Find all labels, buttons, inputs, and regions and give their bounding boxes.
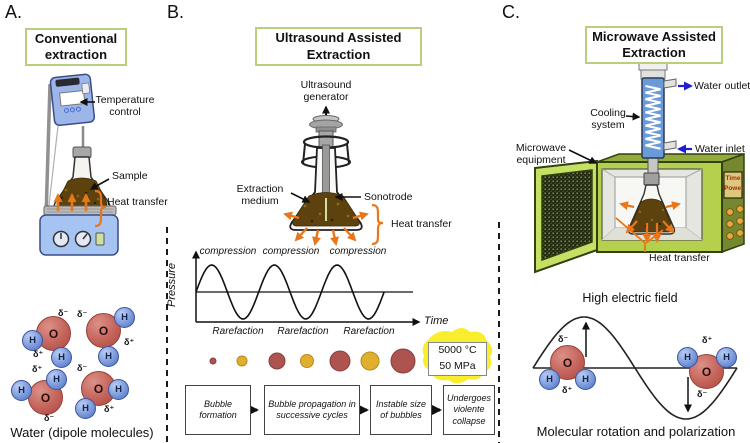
rarefaction-label: Rarefaction	[343, 326, 395, 337]
delta-plus-label: δ⁺	[104, 404, 115, 414]
water-outlet-arm	[663, 78, 677, 89]
hydrogen-atom: H	[575, 369, 596, 390]
display-power: Power	[724, 185, 744, 193]
temperature-controller-device	[49, 73, 96, 126]
hydrogen-atom: H	[108, 379, 129, 400]
burst-temperature: 5000 °C	[438, 344, 477, 357]
rarefaction-label: Rarefaction	[212, 326, 264, 337]
field-sine	[532, 316, 738, 420]
pressure-wave-chart	[192, 250, 421, 326]
medium-speckles	[303, 202, 350, 223]
hydrogen-atom: H	[46, 369, 67, 390]
heat-arrows-c	[619, 201, 681, 243]
hydrogen-atom: H	[98, 346, 119, 367]
panel-a-letter: A.	[5, 2, 23, 22]
compression-label: compression	[329, 246, 387, 257]
heat-transfer-bracket-a	[94, 189, 107, 228]
heat-transfer-bracket-b	[371, 203, 384, 246]
heat-transfer-label-b: Heat transfer	[391, 218, 452, 230]
hydrogen-atom: H	[11, 380, 32, 401]
delta-minus-label: δ⁻	[697, 389, 708, 399]
molecular-rotation-caption: Molecular rotation and polarization	[536, 424, 736, 439]
flow-step-4: Undergoes violente collapse	[443, 385, 495, 435]
heat-transfer-connector	[645, 229, 664, 244]
heat-transfer-label-a: Heat transfer	[107, 196, 168, 208]
delta-plus-label: δ⁺	[32, 364, 43, 374]
delta-minus-label: δ⁻	[77, 363, 88, 373]
hydrogen-atom: H	[51, 347, 72, 368]
delta-minus-label: δ⁻	[58, 308, 69, 318]
panel-b-letter: B.	[167, 2, 185, 22]
hydrogen-atom: H	[75, 398, 96, 419]
delta-plus-label: δ⁺	[124, 337, 135, 347]
delta-plus-label: δ⁺	[33, 349, 44, 359]
hydrogen-atom: H	[716, 347, 737, 368]
panel-c-letter: C.	[502, 2, 520, 22]
heat-arrows-b	[283, 211, 369, 246]
sample-arrow	[89, 178, 110, 190]
panel-c-title-box: Microwave Assisted Extraction	[585, 26, 723, 64]
extraction-medium-arrow	[290, 192, 311, 203]
flask-c-stopper	[643, 172, 660, 186]
panel-b-title-box: Ultrasound Assisted Extraction	[255, 27, 422, 66]
time-axis-label: Time	[424, 315, 449, 327]
microwave-oven	[534, 152, 745, 274]
oven-display-text: Time Power	[724, 174, 744, 195]
oven-door-mesh	[541, 169, 593, 262]
display-time: Time	[725, 175, 741, 182]
delta-plus-label: δ⁺	[562, 385, 573, 395]
pressure-axis-label: Pressure	[166, 262, 178, 307]
water-inlet-label: Water inlet	[695, 143, 745, 155]
water-outlet-label: Water outlet	[694, 80, 750, 92]
compression-label: compression	[262, 246, 320, 257]
temperature-control-label: Temperature control	[95, 94, 155, 118]
ultrasound-extraction-apparatus	[283, 105, 384, 246]
oven-buttons	[726, 205, 744, 240]
burst-condition-box: 5000 °C 50 MPa	[428, 342, 487, 376]
sample-label: Sample	[112, 170, 148, 182]
bubble-growth-sequence	[209, 348, 416, 374]
water-inlet-arm	[663, 140, 677, 151]
heat-arrows-a	[53, 193, 91, 211]
extraction-medium-label: Extraction medium	[236, 183, 284, 207]
hydrogen-atom: H	[22, 330, 43, 351]
delta-minus-label: δ⁻	[44, 413, 55, 423]
heat-transfer-connector	[615, 217, 646, 252]
cooling-system-label: Cooling system	[590, 107, 626, 131]
ultrasound-wave	[195, 264, 385, 320]
stand-cable	[47, 125, 59, 215]
flow-step-1: Bubble formation	[185, 385, 251, 435]
delta-minus-label: δ⁻	[77, 309, 88, 319]
compression-label: compression	[199, 246, 257, 257]
cooling-system-arrow	[625, 112, 641, 121]
water-caption: Water (dipole molecules)	[10, 425, 154, 440]
flow-step-3: Instable size of bubbles	[370, 385, 432, 435]
heat-transfer-label-c: Heat transfer	[649, 252, 710, 264]
burst-pressure: 50 MPa	[439, 360, 476, 372]
conventional-extraction-apparatus	[39, 73, 119, 256]
hydrogen-atom: H	[114, 307, 135, 328]
hydrogen-atom: H	[677, 347, 698, 368]
ultrasound-generator-label: Ultrasound generator	[300, 79, 352, 103]
microwave-equipment-arrow	[568, 149, 598, 164]
hydrogen-atom: H	[539, 369, 560, 390]
microwave-equipment-label: Microwave equipment	[515, 142, 567, 166]
oven-display	[723, 171, 743, 199]
high-electric-field-title: High electric field	[582, 291, 678, 305]
sonotrode-rod	[322, 144, 330, 198]
delta-minus-label: δ⁻	[558, 334, 569, 344]
rarefaction-label: Rarefaction	[277, 326, 329, 337]
condenser	[568, 61, 693, 164]
panel-a-title-box: Conventional extraction	[25, 28, 127, 66]
sonotrode-label: Sonotrode	[364, 191, 413, 203]
delta-plus-label: δ⁺	[702, 335, 713, 345]
condenser-coil	[645, 84, 661, 150]
flow-step-2: Bubble propagation in successive cycles	[264, 385, 360, 435]
hotplate-indicator	[95, 232, 105, 246]
